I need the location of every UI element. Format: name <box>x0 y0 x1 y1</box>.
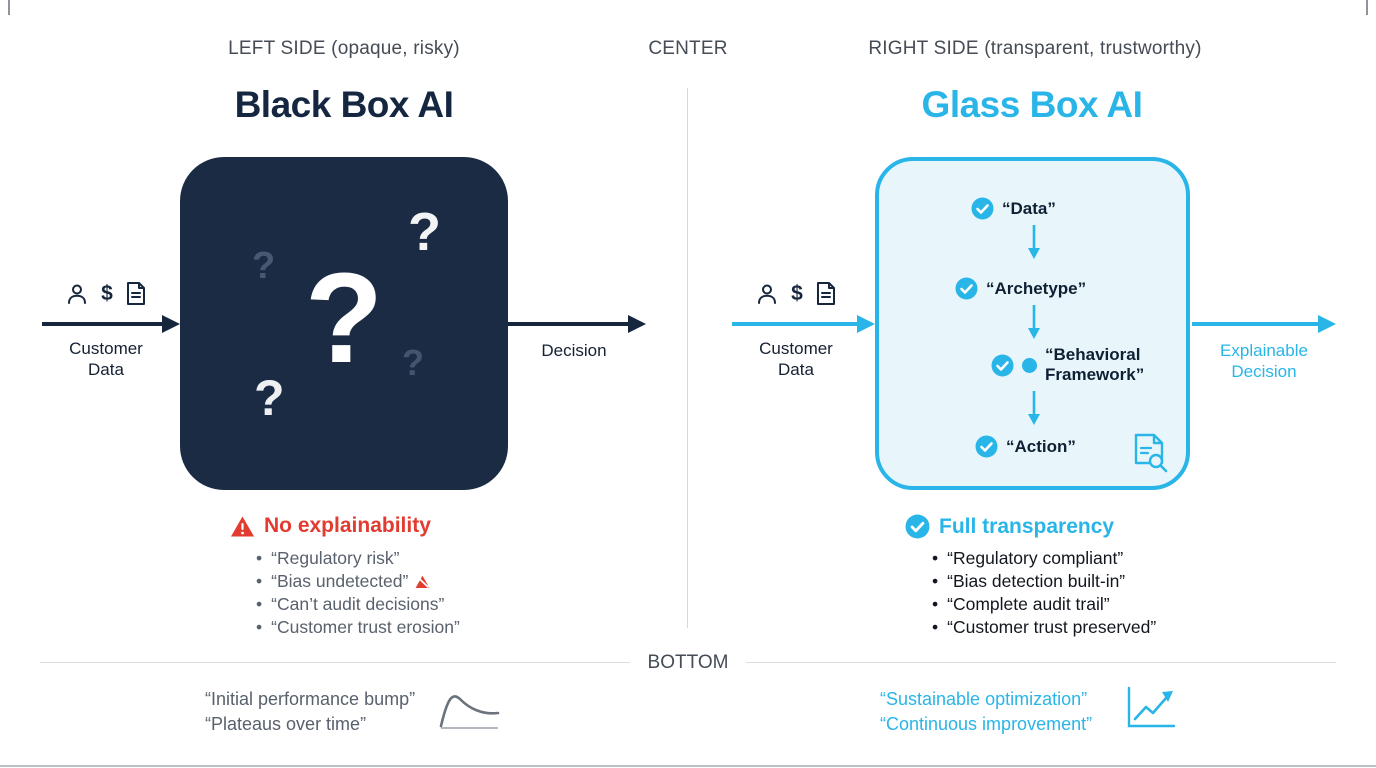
question-mark-small: ? <box>252 245 276 287</box>
question-mark-large: ? <box>304 246 384 390</box>
risk-item-text: “Can’t audit decisions” <box>271 594 445 614</box>
no-explainability-callout: No explainability <box>230 514 431 538</box>
output-arrow <box>1192 315 1336 333</box>
check-icon <box>975 435 998 458</box>
benefit-item-text: “Regulatory compliant” <box>947 548 1124 568</box>
question-mark-small: ? <box>408 202 441 262</box>
customer-data-label: Customer Data <box>69 339 143 379</box>
warning-icon <box>231 516 254 536</box>
growth-chart-icon <box>1127 686 1176 728</box>
outcome-line: “Plateaus over time” <box>205 714 367 734</box>
list-item: “Bias undetected” <box>256 570 460 593</box>
header-right-label: RIGHT SIDE (transparent, trustworthy) <box>868 38 1202 59</box>
person-icon <box>68 284 87 304</box>
document-search-icon <box>1134 433 1168 473</box>
output-arrow <box>508 315 646 333</box>
flow-step-label: “Behavioral Framework” <box>1045 345 1145 384</box>
flow-arrow-down <box>1028 391 1040 425</box>
person-icon <box>758 284 777 304</box>
black-box-risk-list: “Regulatory risk” “Bias undetected” “Can… <box>256 547 460 639</box>
check-icon <box>971 197 994 220</box>
flow-step-data: “Data” <box>971 197 1056 220</box>
customer-data-label: Customer Data <box>759 339 833 379</box>
benefit-item-text: “Complete audit trail” <box>947 594 1110 614</box>
dollar-icon: $ <box>101 282 113 305</box>
input-arrow <box>42 315 180 333</box>
frame-bottom-edge <box>0 765 1376 767</box>
outcome-line: “Continuous improvement” <box>880 714 1093 734</box>
flow-step-behavioral-framework: “Behavioral Framework” <box>991 345 1157 385</box>
glass-box-title: Glass Box AI <box>921 84 1143 125</box>
document-icon <box>816 282 835 305</box>
question-mark-small: ? <box>402 342 424 383</box>
node-dot <box>1022 357 1037 373</box>
check-icon <box>905 514 930 539</box>
outcome-line: “Sustainable optimization” <box>880 689 1088 709</box>
frame-tick-right <box>1366 0 1368 15</box>
risk-item-text: “Bias undetected” <box>271 571 409 591</box>
flow-step-action: “Action” <box>975 435 1076 458</box>
glass-box-benefit-list: “Regulatory compliant” “Bias detection b… <box>932 547 1156 639</box>
outcome-line: “Initial performance bump” <box>205 689 416 709</box>
risk-item-text: “Customer trust erosion” <box>271 617 460 637</box>
document-icon <box>126 282 145 305</box>
list-item: “Customer trust erosion” <box>256 616 460 639</box>
header-left-label: LEFT SIDE (opaque, risky) <box>228 38 460 59</box>
benefit-item-text: “Bias detection built-in” <box>947 571 1126 591</box>
bottom-section-label: BOTTOM <box>630 652 746 674</box>
list-item: “Regulatory risk” <box>256 547 460 570</box>
flow-step-label: “Data” <box>1002 198 1056 218</box>
flow-arrow-down <box>1028 225 1040 259</box>
no-explainability-text: No explainability <box>264 514 431 537</box>
list-item: “Complete audit trail” <box>932 593 1156 616</box>
performance-plateau-chart-icon <box>439 695 500 729</box>
flow-arrow-down <box>1028 305 1040 339</box>
benefit-item-text: “Customer trust preserved” <box>947 617 1157 637</box>
customer-data-icons: $ <box>740 281 852 306</box>
list-item: “Bias detection built-in” <box>932 570 1156 593</box>
full-transparency-callout: Full transparency <box>905 514 1114 539</box>
header-center-label: CENTER <box>648 38 728 59</box>
full-transparency-text: Full transparency <box>939 514 1115 538</box>
risk-item-text: “Regulatory risk” <box>271 548 400 568</box>
decision-label: Decision <box>541 341 607 360</box>
check-icon <box>991 354 1014 376</box>
glass-box: “Data” “Archetype” “Behavioral Framework… <box>875 157 1190 490</box>
frame-tick-left <box>8 0 10 15</box>
list-item: “Can’t audit decisions” <box>256 593 460 616</box>
black-box: ? ? ? ? ? <box>180 157 508 490</box>
explainable-decision-label: Explainable Decision <box>1220 341 1308 381</box>
flow-step-archetype: “Archetype” <box>955 277 1086 300</box>
flow-step-label: “Action” <box>1006 436 1076 456</box>
flow-step-label: “Archetype” <box>986 278 1087 298</box>
dollar-icon: $ <box>791 282 803 305</box>
bias-warning-icon <box>415 575 430 589</box>
glass-box-outcome-text: “Sustainable optimization” “Continuous i… <box>880 687 1092 737</box>
list-item: “Customer trust preserved” <box>932 616 1156 639</box>
black-box-outcome-text: “Initial performance bump” “Plateaus ove… <box>205 687 415 737</box>
question-mark-small: ? <box>254 370 285 426</box>
center-divider <box>687 88 688 628</box>
list-item: “Regulatory compliant” <box>932 547 1156 570</box>
input-arrow <box>732 315 875 333</box>
black-box-title: Black Box AI <box>234 84 454 125</box>
check-icon <box>955 277 978 300</box>
customer-data-icons: $ <box>50 281 162 306</box>
